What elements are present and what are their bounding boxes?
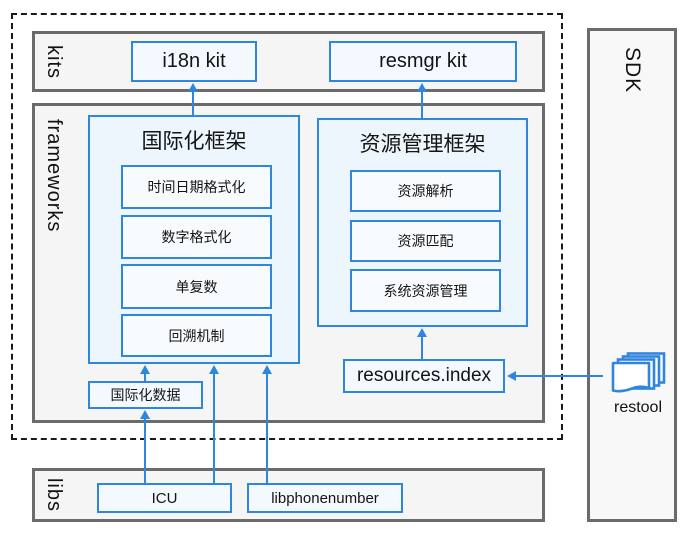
arrowhead-i18ndata-to-i18nfw — [140, 365, 150, 374]
i18n-framework-item-datetime: 时间日期格式化 — [121, 165, 272, 209]
arrow-line-icu-to-i18ndata — [144, 418, 146, 483]
arrow-line-libphone-to-i18nfw — [266, 373, 268, 483]
arrow-line-resfw-to-resmgrkit — [421, 91, 423, 118]
resource-framework-item-match: 资源匹配 — [350, 220, 501, 262]
arrow-line-restool-to-residx — [515, 375, 603, 377]
resources-index-box: resources.index — [343, 359, 505, 393]
i18n-framework-item-fallback: 回溯机制 — [121, 314, 272, 357]
i18n-framework-box: 国际化框架 时间日期格式化 数字格式化 单复数 回溯机制 — [88, 115, 300, 364]
frameworks-section-label: frameworks — [43, 119, 65, 233]
arrowhead-resfw-to-resmgrkit — [417, 83, 427, 92]
libs-section-label: libs — [43, 477, 65, 513]
i18n-framework-title: 国际化框架 — [141, 130, 247, 153]
i18n-data-box: 国际化数据 — [88, 381, 203, 409]
arrow-line-i18ndata-to-i18nfw — [144, 373, 146, 381]
arrowhead-icu-to-i18ndata — [140, 410, 150, 419]
restool-group: restool — [598, 352, 678, 417]
i18n-framework-item-number: 数字格式化 — [121, 215, 272, 259]
arrowhead-icu-to-i18nfw — [209, 365, 219, 374]
arrowhead-i18nfw-to-i18nkit — [188, 83, 198, 92]
arrow-line-residx-to-resfw — [421, 336, 423, 359]
sdk-section: SDK — [587, 28, 677, 522]
i18n-framework-item-plural: 单复数 — [121, 264, 272, 309]
restool-label: restool — [613, 399, 663, 416]
libphonenumber-lib-box: libphonenumber — [247, 483, 403, 513]
resource-framework-item-sysres: 系统资源管理 — [350, 269, 501, 312]
arrowhead-residx-to-resfw — [417, 328, 427, 337]
kits-section-label: kits — [43, 44, 65, 79]
resource-framework-title: 资源管理框架 — [359, 133, 486, 156]
arrow-line-icu-to-i18nfw — [213, 373, 215, 483]
sdk-section-label: SDK — [621, 47, 644, 94]
resource-framework-box: 资源管理框架 资源解析 资源匹配 系统资源管理 — [317, 118, 528, 327]
arrowhead-restool-to-residx — [507, 371, 516, 381]
i18n-kit-box: i18n kit — [131, 41, 257, 82]
arrow-line-i18nfw-to-i18nkit — [192, 91, 194, 115]
resmgr-kit-box: resmgr kit — [329, 41, 517, 82]
arrowhead-libphone-to-i18nfw — [262, 365, 272, 374]
icu-lib-box: ICU — [97, 483, 232, 513]
restool-documents-icon — [611, 352, 666, 393]
resource-framework-item-parse: 资源解析 — [350, 170, 501, 212]
dashed-boundary-box — [11, 13, 563, 440]
